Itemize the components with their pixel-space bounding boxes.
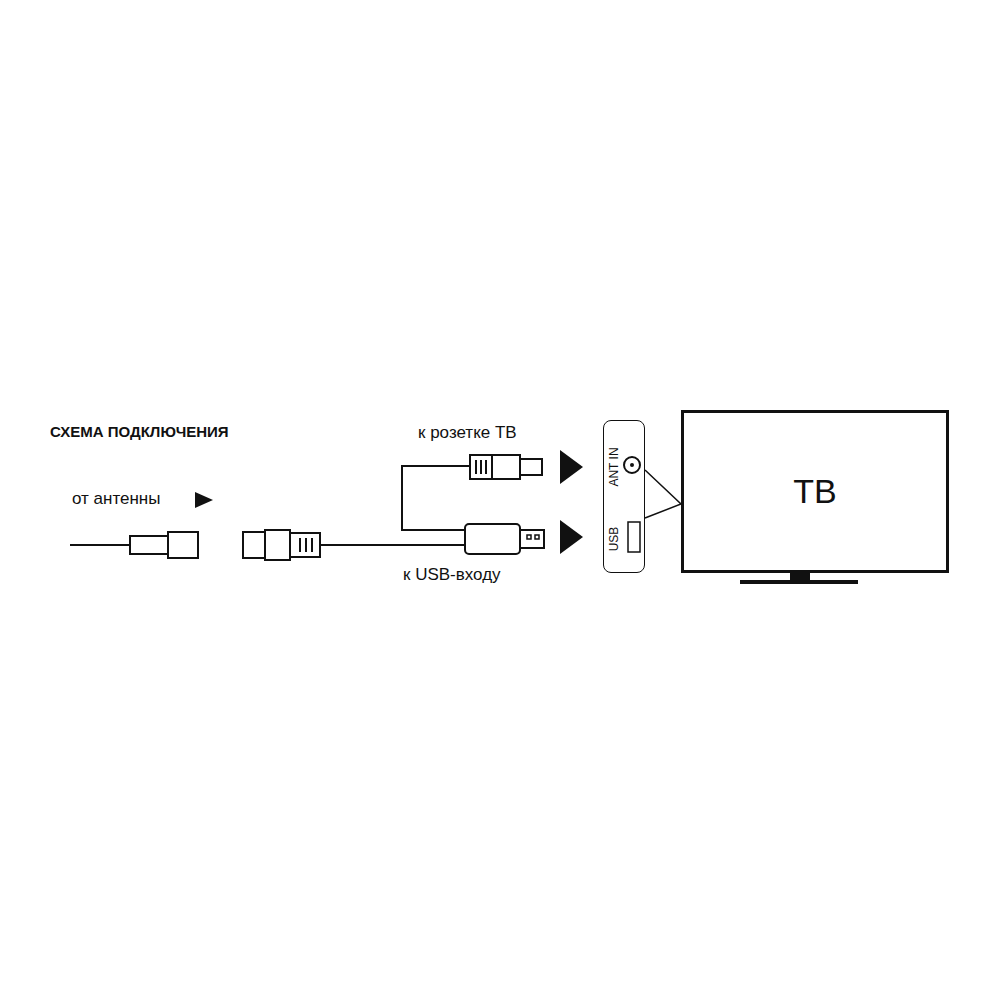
diagram-title: СХЕМА ПОДКЛЮЧЕНИЯ bbox=[50, 424, 229, 441]
plug-grip bbox=[290, 533, 320, 557]
cable bbox=[320, 544, 465, 546]
usb-socket bbox=[628, 522, 640, 552]
antenna-socket bbox=[624, 457, 640, 473]
arrow-marker bbox=[560, 520, 583, 554]
port-label: USB bbox=[608, 527, 621, 552]
cable-label: к розетке ТВ bbox=[418, 424, 517, 443]
tv-label: ТВ bbox=[793, 473, 836, 510]
antenna-cable bbox=[70, 544, 130, 546]
callout-tail bbox=[645, 470, 681, 518]
plug-head bbox=[168, 532, 198, 558]
tv-screen: ТВ bbox=[681, 410, 949, 573]
arrow-marker bbox=[560, 450, 583, 484]
cable-label: от антенны bbox=[72, 490, 160, 509]
tv-stand bbox=[790, 572, 810, 581]
tv-base bbox=[740, 580, 858, 584]
usb-tip bbox=[520, 530, 544, 548]
plug-grip bbox=[470, 455, 492, 479]
connector-panel: ANT IN USB bbox=[603, 420, 645, 573]
plug-body bbox=[130, 536, 168, 554]
port-label: ANT IN bbox=[608, 447, 621, 486]
usb-plug bbox=[465, 524, 520, 554]
plug-tip bbox=[520, 459, 542, 475]
cable-branch bbox=[402, 466, 470, 530]
plug-body bbox=[265, 530, 290, 560]
plug-body bbox=[492, 455, 520, 479]
arrow-marker bbox=[195, 492, 213, 508]
cable-label: к USB-входу bbox=[403, 566, 501, 585]
plug-tip bbox=[243, 532, 265, 558]
